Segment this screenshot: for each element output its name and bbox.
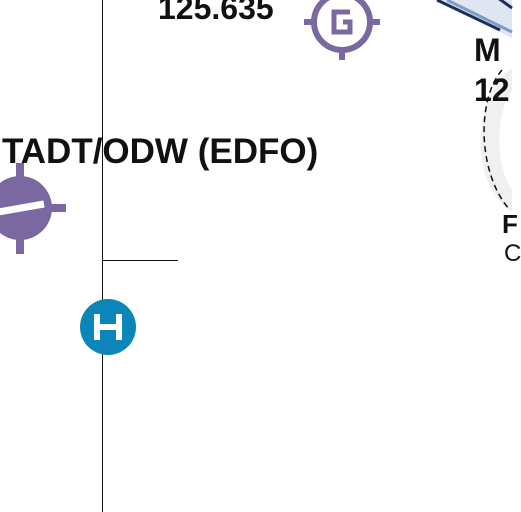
control-zone-boundary xyxy=(480,68,512,212)
edge-label-1: M xyxy=(474,32,501,68)
restricted-area xyxy=(436,0,513,38)
airfield-icon[interactable] xyxy=(0,163,66,254)
edge-label-2: 12 xyxy=(474,72,510,108)
heliport-icon[interactable] xyxy=(80,299,136,355)
edge-label-4: C xyxy=(504,240,521,267)
frequency-label: 125.635 xyxy=(158,0,274,26)
gliding-site-icon[interactable] xyxy=(304,0,380,60)
airport-name-label: TADT/ODW (EDFO) xyxy=(2,132,319,171)
edge-label-3: F xyxy=(502,209,518,239)
